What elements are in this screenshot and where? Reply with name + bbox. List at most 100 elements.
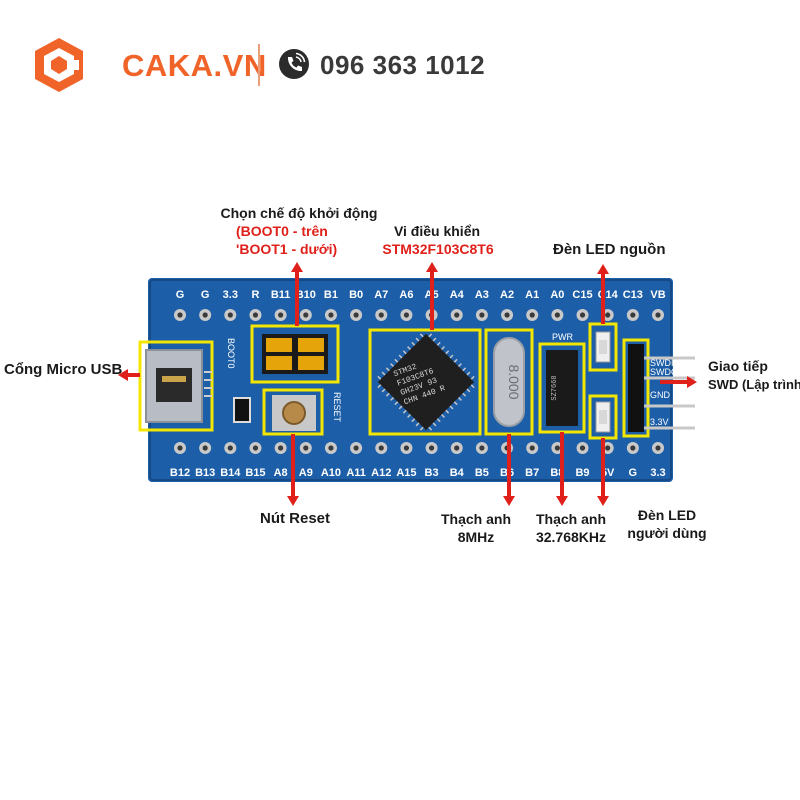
bottom-pin-hole bbox=[655, 445, 661, 451]
top-pin-hole bbox=[177, 312, 183, 318]
mcu-title-label: Vi điều khiển bbox=[393, 223, 481, 239]
bottom-pin-hole bbox=[303, 445, 309, 451]
bottom-pin-label: B4 bbox=[450, 467, 465, 479]
top-pin-hole bbox=[454, 312, 460, 318]
bottom-pin-label: B12 bbox=[170, 467, 190, 479]
bottom-pin-label: B9 bbox=[575, 467, 589, 479]
top-pin-hole bbox=[278, 312, 284, 318]
boot-jumpers bbox=[250, 324, 340, 384]
crystal-32k: SZ7668 bbox=[538, 342, 586, 434]
top-pin-label: C13 bbox=[623, 289, 643, 301]
top-pin-hole bbox=[479, 312, 485, 318]
bottom-pin-hole bbox=[428, 445, 435, 451]
bottom-pin-label: B13 bbox=[195, 467, 215, 479]
top-pin-label: R bbox=[251, 289, 259, 301]
resistor bbox=[233, 397, 251, 423]
top-pin-label: A6 bbox=[399, 289, 413, 301]
bottom-pin-hole bbox=[278, 445, 284, 451]
micro-usb-port bbox=[138, 340, 214, 432]
xtal-rtc-line1: Thạch anh bbox=[535, 511, 606, 527]
top-pin-hole bbox=[554, 312, 560, 318]
top-pin-hole bbox=[579, 312, 586, 318]
mcu-chip: STM32 F103C8T6 GH23V 93 CHN 440 R bbox=[368, 328, 482, 436]
bottom-pin-label: B14 bbox=[220, 467, 241, 479]
boot-line1-label: (BOOT0 - trên bbox=[236, 223, 328, 239]
top-pin-hole bbox=[504, 312, 510, 318]
top-pin-label: B11 bbox=[271, 289, 291, 301]
bottom-pin-hole bbox=[479, 445, 485, 451]
header: CAKA.VN 096 363 1012 bbox=[30, 36, 770, 96]
bottom-pin-label: B7 bbox=[525, 467, 539, 479]
top-pin-label: A4 bbox=[450, 289, 465, 301]
bottom-pin-hole bbox=[227, 445, 233, 451]
bottom-pin-hole bbox=[252, 445, 259, 451]
bottom-pin-hole bbox=[605, 445, 611, 451]
top-pin-label: B10 bbox=[296, 289, 316, 301]
bottom-pin-hole bbox=[403, 445, 410, 451]
brand-name: CAKA.VN bbox=[122, 48, 267, 83]
swd-pin-gnd: GND bbox=[650, 390, 671, 400]
top-pin-hole bbox=[328, 312, 334, 318]
bottom-pin-label: B5 bbox=[475, 467, 489, 479]
bottom-pin-label: A11 bbox=[346, 467, 366, 479]
user-led-line2: người dùng bbox=[627, 525, 707, 541]
bottom-pin-hole bbox=[529, 445, 535, 451]
top-pin-label: A2 bbox=[500, 289, 514, 301]
top-pin-hole bbox=[378, 312, 384, 318]
bottom-pin-header: B12B13B14B15A8A9A10A11A12A15B3B4B5B6B7B8… bbox=[170, 442, 666, 479]
top-pin-label: VB bbox=[650, 289, 665, 301]
reset-button bbox=[262, 388, 324, 436]
bottom-pin-hole bbox=[328, 445, 334, 451]
bottom-pin-label: A12 bbox=[371, 467, 391, 479]
top-pin-hole bbox=[303, 312, 309, 318]
bottom-pin-label: A9 bbox=[299, 467, 313, 479]
phone-icon bbox=[279, 49, 309, 79]
top-pin-header: GG3.3RB11B10B1B0A7A6A5A4A3A2A1A0C15C14C1… bbox=[174, 289, 666, 321]
top-pin-label: A1 bbox=[525, 289, 539, 301]
bottom-pin-hole bbox=[579, 445, 586, 451]
top-pin-label: B0 bbox=[349, 289, 363, 301]
top-pin-hole bbox=[605, 312, 611, 318]
top-pin-hole bbox=[353, 312, 359, 318]
bottom-pin-label: A8 bbox=[274, 467, 288, 479]
phone-number: 096 363 1012 bbox=[320, 50, 486, 80]
swd-header: SWDIO SWDCLK GND 3.3V bbox=[622, 338, 695, 438]
bottom-pin-label: 3.3 bbox=[650, 467, 665, 479]
bottom-pin-hole bbox=[177, 445, 183, 451]
bottom-pin-label: G bbox=[629, 467, 638, 479]
xtal-rtc-line2: 32.768KHz bbox=[535, 529, 607, 545]
top-pin-label: A3 bbox=[475, 289, 489, 301]
top-pin-label: B1 bbox=[324, 289, 338, 301]
top-pin-label: C15 bbox=[572, 289, 592, 301]
header-divider bbox=[258, 44, 260, 86]
reset-silk: RESET bbox=[332, 392, 342, 423]
top-pin-label: A7 bbox=[374, 289, 388, 301]
top-pin-hole bbox=[227, 312, 233, 318]
crystal-8mhz: 8.000 bbox=[484, 328, 534, 436]
swd-label-line1: Giao tiếp bbox=[708, 358, 768, 374]
bottom-pin-label: B15 bbox=[245, 467, 265, 479]
callout-arrows bbox=[118, 262, 697, 506]
top-pin-hole bbox=[403, 312, 410, 318]
bottom-pin-label: A15 bbox=[396, 467, 416, 479]
swd-pin-swdclk: SWDCLK bbox=[650, 367, 689, 377]
top-pin-label: A0 bbox=[550, 289, 564, 301]
top-pin-label: G bbox=[201, 289, 210, 301]
power-led-label: Đèn LED nguồn bbox=[553, 241, 666, 258]
swd-pin-3v3: 3.3V bbox=[650, 417, 669, 427]
top-pin-hole bbox=[252, 312, 259, 318]
mcu-part-label: STM32F103C8T6 bbox=[382, 241, 494, 257]
bottom-pin-hole bbox=[630, 445, 636, 451]
boot-silk: BOOT0 bbox=[226, 338, 236, 369]
top-pin-label: G bbox=[176, 289, 185, 301]
top-pin-hole bbox=[630, 312, 636, 318]
bottom-pin-label: B3 bbox=[425, 467, 439, 479]
boot-line2-label: 'BOOT1 - dưới) bbox=[236, 241, 338, 257]
bottom-pin-hole bbox=[554, 445, 560, 451]
top-pin-hole bbox=[202, 312, 208, 318]
bottom-pin-hole bbox=[454, 445, 460, 451]
bottom-pin-hole bbox=[353, 445, 359, 451]
xtal-main-line1: Thạch anh bbox=[440, 511, 511, 527]
pwr-silk: PWR bbox=[552, 332, 573, 342]
